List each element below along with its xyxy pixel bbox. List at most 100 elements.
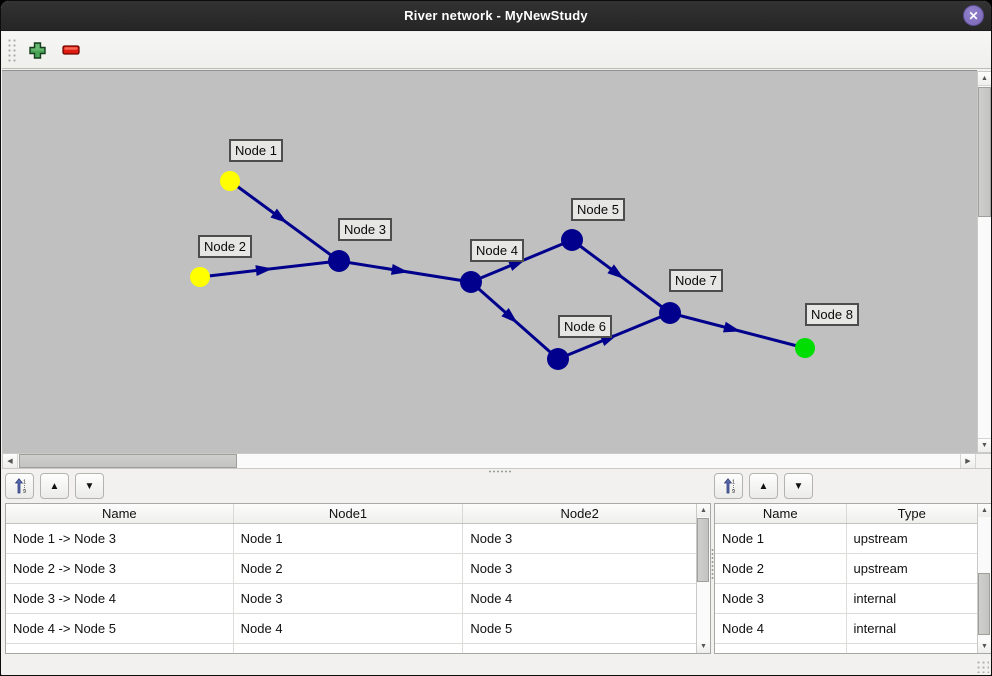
- nodes-move-down-button[interactable]: ▼: [784, 473, 813, 499]
- table-cell[interactable]: Node 1: [715, 524, 847, 553]
- node-circle[interactable]: [328, 250, 350, 272]
- nodes-sort-button[interactable]: 1 9: [714, 473, 743, 499]
- splitter-grip-dots: [488, 470, 512, 473]
- canvas-hscroll-track[interactable]: [18, 454, 960, 468]
- table-row-partial[interactable]: [6, 644, 696, 653]
- table-cell[interactable]: [847, 644, 978, 653]
- scroll-up-icon[interactable]: ▲: [978, 504, 991, 517]
- table-cell[interactable]: Node 3 -> Node 4: [6, 584, 234, 613]
- branches-scroll-track[interactable]: [697, 517, 710, 640]
- svg-text:Node 4: Node 4: [476, 243, 518, 258]
- branches-sort-button[interactable]: 1 9: [5, 473, 34, 499]
- nodes-move-up-button[interactable]: ▲: [749, 473, 778, 499]
- canvas-vscrollbar[interactable]: ▲ ▼: [977, 71, 991, 453]
- table-row[interactable]: Node 4 internal: [715, 614, 977, 644]
- svg-text:Node 7: Node 7: [675, 273, 717, 288]
- branches-move-down-button[interactable]: ▼: [75, 473, 104, 499]
- column-header[interactable]: Node2: [560, 506, 599, 521]
- canvas-hscroll-thumb[interactable]: [19, 454, 237, 468]
- table-cell[interactable]: [463, 644, 696, 653]
- table-cell[interactable]: Node 5: [470, 621, 513, 636]
- table-cell[interactable]: [6, 644, 234, 653]
- table-cell[interactable]: Node 3: [470, 531, 513, 546]
- table-cell[interactable]: Node 4: [470, 591, 513, 606]
- branches-scroll-thumb[interactable]: [697, 518, 709, 582]
- svg-text:1: 1: [23, 480, 26, 486]
- table-cell[interactable]: Node 2 -> Node 3: [6, 554, 234, 583]
- node-label[interactable]: Node 2: [198, 235, 252, 258]
- pane-splitter-vertical[interactable]: [710, 503, 714, 653]
- column-header[interactable]: Name: [6, 504, 234, 523]
- table-cell[interactable]: Node 4 -> Node 5: [6, 614, 234, 643]
- table-cell[interactable]: upstream: [853, 531, 908, 546]
- table-cell[interactable]: internal: [853, 621, 897, 636]
- branches-table-scrollbar[interactable]: ▲ ▼: [696, 504, 710, 653]
- column-header[interactable]: Name: [715, 504, 847, 523]
- table-row[interactable]: Node 2 upstream: [715, 554, 977, 584]
- table-cell[interactable]: upstream: [853, 561, 908, 576]
- node-label[interactable]: Node 8: [805, 303, 859, 326]
- table-cell[interactable]: Node 1: [234, 524, 464, 553]
- table-cell[interactable]: Node 4: [234, 614, 464, 643]
- table-cell[interactable]: Node 3: [715, 584, 847, 613]
- plus-icon: [28, 41, 46, 59]
- node-circle[interactable]: [547, 348, 569, 370]
- table-cell[interactable]: Node 2: [234, 554, 464, 583]
- close-button[interactable]: ✕: [963, 5, 984, 26]
- scroll-left-icon[interactable]: ◀: [3, 454, 18, 468]
- scroll-up-icon[interactable]: ▲: [697, 504, 710, 517]
- node-circle[interactable]: [659, 302, 681, 324]
- scroll-up-icon[interactable]: ▲: [978, 72, 991, 86]
- close-icon: ✕: [968, 8, 979, 23]
- column-header[interactable]: Type: [897, 506, 926, 521]
- node-label[interactable]: Node 7: [669, 269, 723, 292]
- branches-move-up-button[interactable]: ▲: [40, 473, 69, 499]
- node-label[interactable]: Node 6: [558, 315, 612, 338]
- canvas-vscroll-track[interactable]: [978, 86, 991, 438]
- add-node-button[interactable]: [24, 37, 50, 63]
- up-triangle-icon: ▲: [758, 480, 769, 492]
- nodes-scroll-track[interactable]: [978, 517, 991, 640]
- canvas-vscroll-thumb[interactable]: [978, 87, 991, 217]
- node-circle[interactable]: [795, 338, 815, 358]
- node-circle[interactable]: [220, 171, 240, 191]
- table-cell[interactable]: Node 3: [234, 584, 464, 613]
- node-label[interactable]: Node 5: [571, 198, 625, 221]
- network-canvas[interactable]: Node 1 Node 2 Node 3 Node 4 Node 5 Node 6 Node…: [2, 70, 977, 453]
- node-label[interactable]: Node 4: [470, 239, 524, 262]
- title-bar[interactable]: River network - MyNewStudy ✕: [1, 1, 991, 31]
- toolbar-grip[interactable]: [6, 37, 16, 63]
- column-header[interactable]: Node1: [234, 504, 464, 523]
- remove-node-button[interactable]: [58, 37, 84, 63]
- resize-grip[interactable]: [976, 660, 989, 673]
- table-row[interactable]: Node 3 internal: [715, 584, 977, 614]
- scroll-down-icon[interactable]: ▼: [697, 640, 710, 653]
- nodes-table-header: Name Type: [715, 504, 977, 524]
- scroll-down-icon[interactable]: ▼: [978, 640, 991, 653]
- canvas-hscrollbar[interactable]: ◀ ▶: [2, 453, 991, 469]
- table-cell[interactable]: [715, 644, 847, 653]
- nodes-table-scrollbar[interactable]: ▲ ▼: [977, 504, 991, 653]
- down-triangle-icon: ▼: [84, 480, 95, 492]
- node-circle[interactable]: [460, 271, 482, 293]
- pane-splitter-horizontal[interactable]: [2, 469, 991, 473]
- node-circle[interactable]: [190, 267, 210, 287]
- node-label[interactable]: Node 3: [338, 218, 392, 241]
- scroll-right-icon[interactable]: ▶: [960, 454, 975, 468]
- nodes-scroll-thumb[interactable]: [978, 573, 990, 635]
- scroll-down-icon[interactable]: ▼: [978, 438, 991, 452]
- table-cell[interactable]: [234, 644, 464, 653]
- table-row[interactable]: Node 1 upstream: [715, 524, 977, 554]
- node-label[interactable]: Node 1: [229, 139, 283, 162]
- table-cell[interactable]: Node 3: [470, 561, 513, 576]
- table-row-partial[interactable]: [715, 644, 977, 653]
- table-cell[interactable]: Node 4: [715, 614, 847, 643]
- node-circle[interactable]: [561, 229, 583, 251]
- table-cell[interactable]: Node 1 -> Node 3: [6, 524, 234, 553]
- table-cell[interactable]: internal: [853, 591, 897, 606]
- table-cell[interactable]: Node 2: [715, 554, 847, 583]
